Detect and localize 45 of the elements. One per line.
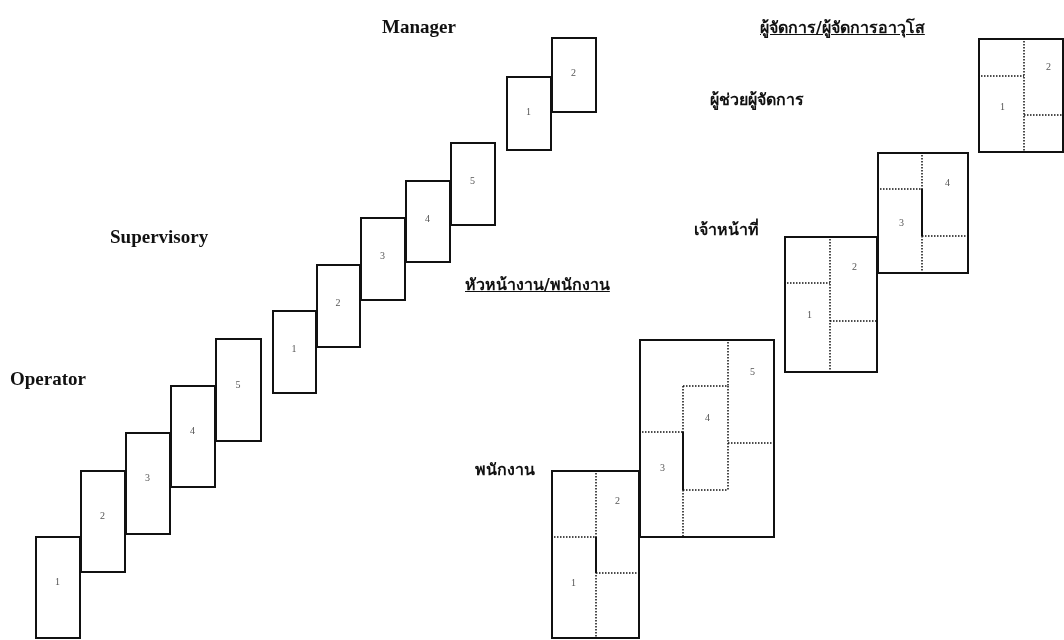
grouped-level-box: [877, 152, 969, 274]
level-label: Operator: [10, 368, 86, 390]
step-box: [405, 180, 451, 263]
step-number: 4: [190, 426, 195, 437]
step-number: 2: [335, 297, 341, 308]
step-number: 4: [705, 413, 710, 423]
level-label: หัวหน้างาน/พนักงาน: [465, 275, 610, 295]
grouped-level-box: [639, 339, 775, 538]
step-box: [125, 432, 171, 535]
step-number: 4: [425, 213, 430, 224]
step-number: 5: [750, 367, 755, 377]
step-number: 1: [55, 577, 60, 588]
step-number: 2: [1046, 62, 1051, 72]
step-number: 2: [852, 262, 857, 272]
step-number: 5: [470, 175, 475, 186]
step-number: 1: [807, 310, 812, 320]
level-label: Manager: [382, 16, 456, 38]
step-box: [316, 264, 361, 348]
step-number: 3: [660, 463, 665, 473]
level-label: ผู้ช่วยผู้จัดการ: [710, 90, 804, 110]
step-number: 3: [145, 473, 150, 484]
step-number: 1: [526, 106, 531, 117]
step-number: 3: [380, 250, 385, 261]
step-number: 1: [1000, 102, 1005, 112]
step-number: 2: [571, 67, 576, 78]
step-box: [170, 385, 216, 488]
step-number: 3: [899, 218, 904, 228]
level-heading: เจ้าหน้าที่: [694, 220, 759, 240]
step-number: 1: [571, 578, 576, 588]
step-number: 5: [235, 379, 241, 390]
step-box: [80, 470, 126, 573]
step-box: [551, 37, 597, 113]
step-box: [450, 142, 496, 226]
step-box: [506, 76, 552, 151]
step-box: [215, 338, 262, 442]
step-number: 2: [100, 511, 105, 522]
level-heading: ผู้จัดการ/ผู้จัดการอาวุโส: [760, 18, 925, 38]
step-number: 1: [291, 343, 297, 354]
step-box: [35, 536, 81, 639]
level-label: Supervisory: [110, 226, 209, 248]
step-number: 2: [615, 496, 620, 506]
step-number: 4: [945, 178, 950, 188]
level-heading: พนักงาน: [475, 460, 535, 480]
step-box: [360, 217, 406, 301]
step-box: [272, 310, 317, 394]
